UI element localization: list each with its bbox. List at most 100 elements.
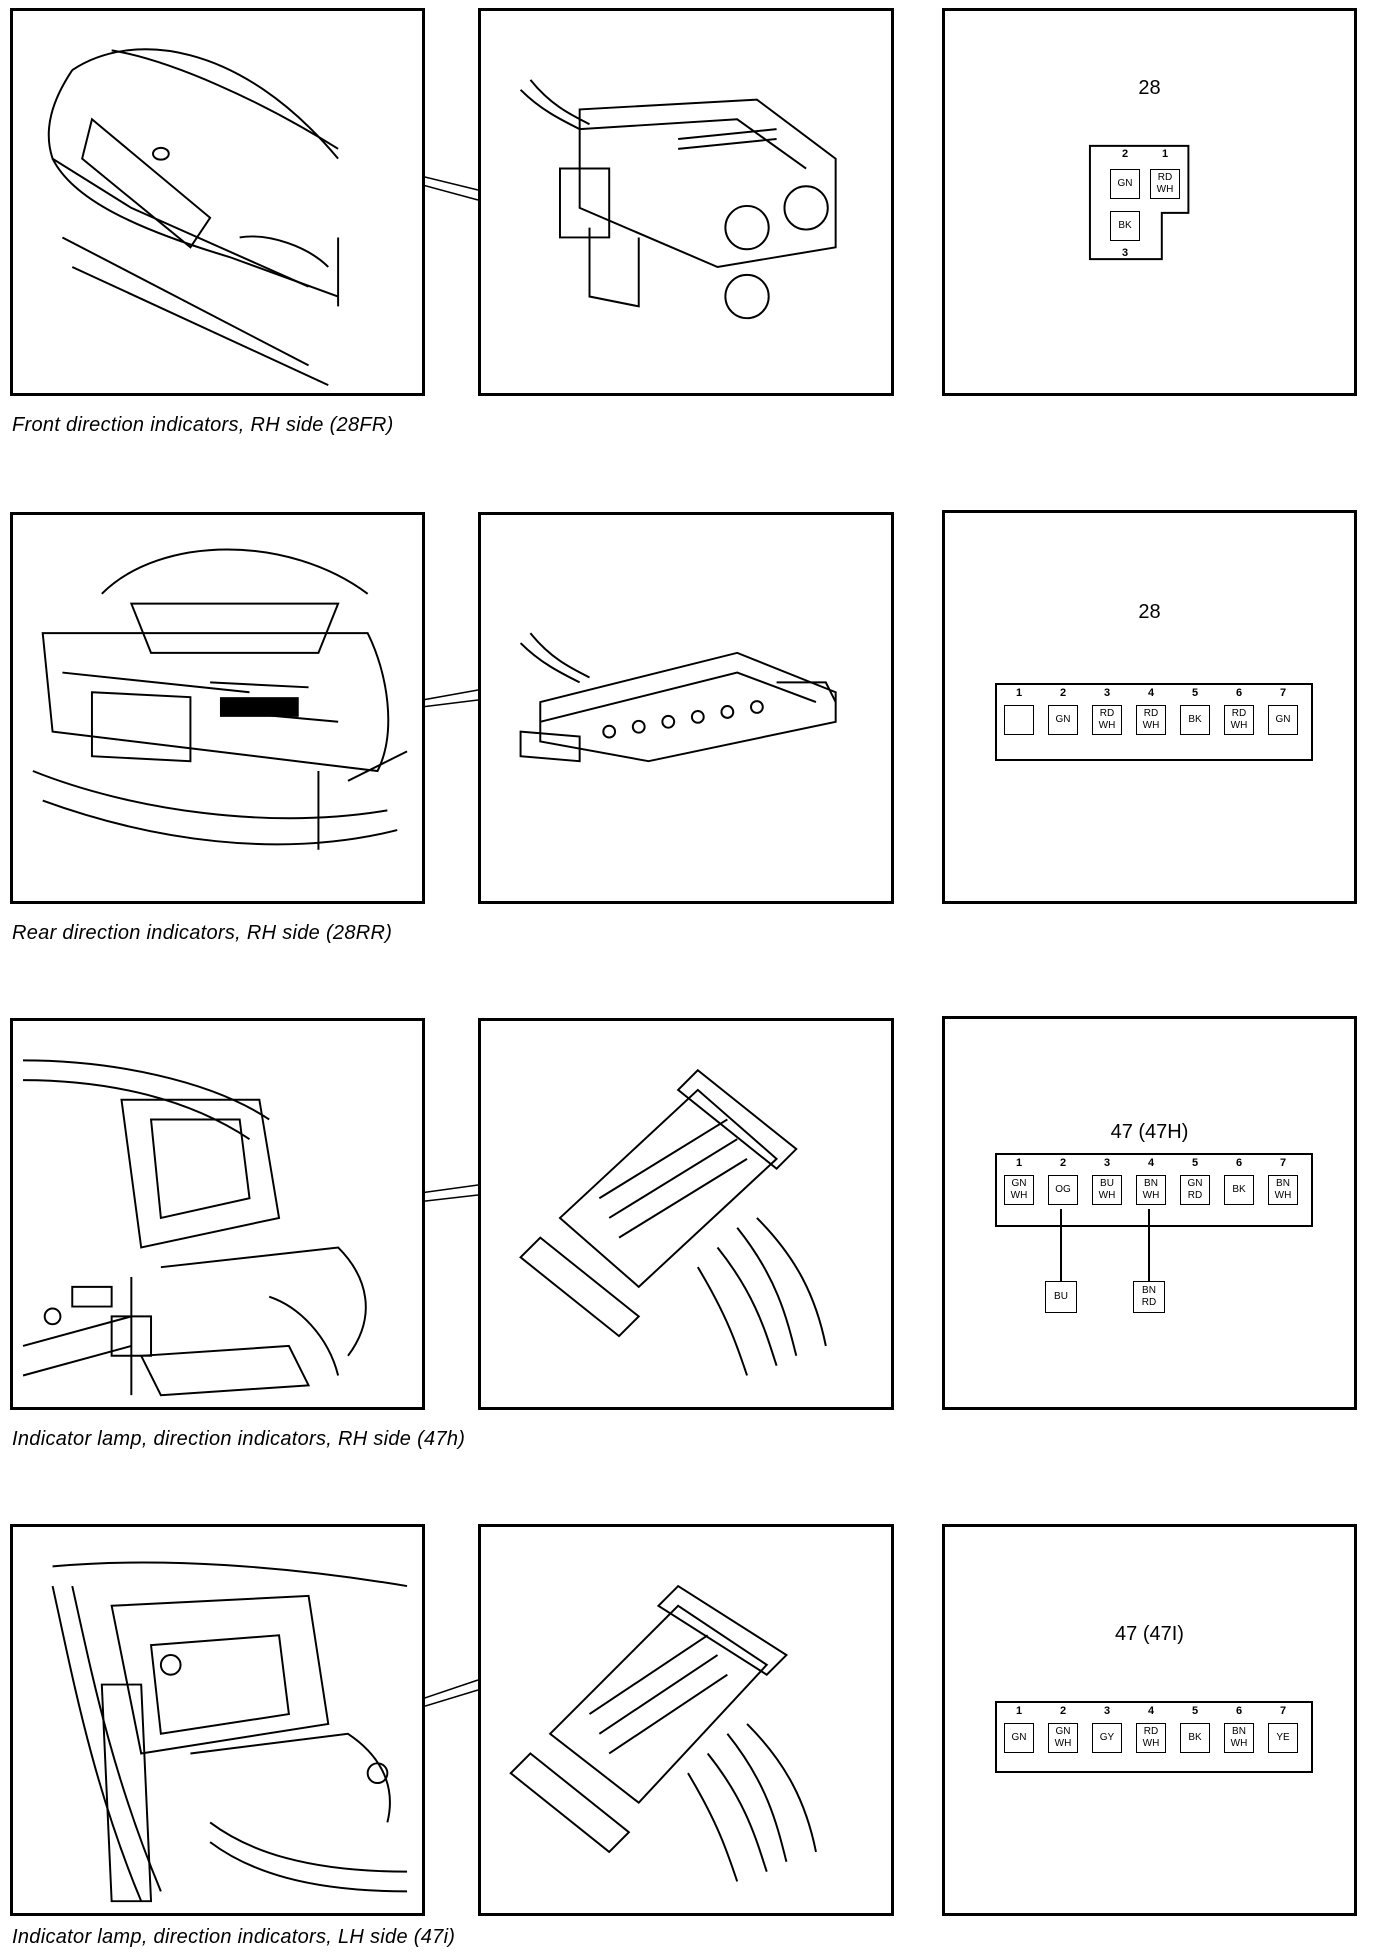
pin-wire-color: BU WH: [1092, 1175, 1122, 1205]
pin-slot: 4 RD WH: [1129, 1703, 1173, 1771]
pin-slot: 6 BK: [1217, 1155, 1261, 1225]
pin-number: 5: [1191, 1705, 1199, 1717]
connector-view-rh-lamp: [478, 1018, 894, 1410]
pin-wire-color: GN WH: [1004, 1175, 1034, 1205]
pin-number: 7: [1279, 1705, 1287, 1717]
pin-slot: 7 GN: [1261, 685, 1305, 759]
pin-number: 3: [1103, 687, 1111, 699]
pin-number: 2: [1059, 1157, 1067, 1169]
pin-number: 5: [1191, 687, 1199, 699]
connector-housing-illustration: [519, 632, 837, 763]
pin-number: 3: [1103, 1157, 1111, 1169]
connector-view-lh-lamp: [478, 1524, 894, 1916]
pin-wire-color: GN: [1048, 705, 1078, 735]
pin-wire-color: RD WH: [1224, 705, 1254, 735]
pin-wire-color: RD WH: [1136, 705, 1166, 735]
pin-wire-color: GN WH: [1048, 1723, 1078, 1753]
pin-wire-color: BN WH: [1224, 1723, 1254, 1753]
pin-wire-color: [1004, 705, 1034, 735]
pin-wire-color: BN WH: [1136, 1175, 1166, 1205]
pin-number: 4: [1147, 1705, 1155, 1717]
pin-wire-color: GN: [1268, 705, 1298, 735]
pin-number: 4: [1147, 1157, 1155, 1169]
pin-wire-color: BK: [1110, 211, 1140, 241]
pin-diagram-panel-rear: 28 1 2 GN 3 RD WH 4 RD WH 5 BK 6 RD WH 7…: [942, 510, 1357, 904]
pin-slot: 6 RD WH: [1217, 685, 1261, 759]
pin-slot: 5 GN RD: [1173, 1155, 1217, 1225]
branch-wire: [1148, 1209, 1150, 1281]
connector-outline: [1088, 144, 1190, 261]
connector-title: 28: [1138, 601, 1161, 623]
pin-wire-color: RD WH: [1150, 169, 1180, 199]
pin-number: 7: [1279, 687, 1287, 699]
pin-diagram-panel-front: 28 2 1 GN RD WH BK 3: [942, 8, 1357, 396]
pin-number: 7: [1279, 1157, 1287, 1169]
branch-wire: [1060, 1209, 1062, 1281]
pin-number: 1: [1015, 687, 1023, 699]
vehicle-location-view-rear: [10, 512, 425, 904]
pin-number: 2: [1059, 687, 1067, 699]
pin-number: 6: [1235, 1705, 1243, 1717]
connector-housing-illustration: [519, 1068, 827, 1376]
vehicle-location-view-rh-lamp: [10, 1018, 425, 1410]
pin-slot: 6 BN WH: [1217, 1703, 1261, 1771]
car-front-illustration: [47, 48, 340, 387]
connector-housing-illustration: [509, 1584, 817, 1882]
pin-wire-color: BK: [1180, 1723, 1210, 1753]
pin-wire-color: BK: [1224, 1175, 1254, 1205]
pin-wire-color: GN: [1004, 1723, 1034, 1753]
pin-number: 6: [1235, 1157, 1243, 1169]
pin-number: 1: [1161, 148, 1169, 160]
branch-wire-color: BU: [1045, 1281, 1077, 1313]
section-caption: Indicator lamp, direction indicators, RH…: [12, 1428, 466, 1450]
vehicle-location-view-front: [10, 8, 425, 396]
pin-slot: 3 RD WH: [1085, 685, 1129, 759]
section-caption: Front direction indicators, RH side (28F…: [12, 414, 394, 436]
pin-slot: 4 RD WH: [1129, 685, 1173, 759]
pin-slot: 5 BK: [1173, 1703, 1217, 1771]
pin-slot: 2 GN: [1041, 685, 1085, 759]
pin-wire-color: RD WH: [1092, 705, 1122, 735]
pin-number: 3: [1103, 1705, 1111, 1717]
pin-slot: 5 BK: [1173, 685, 1217, 759]
pin-number: 1: [1015, 1157, 1023, 1169]
car-rear-illustration: [32, 548, 408, 850]
pin-wire-color: YE: [1268, 1723, 1298, 1753]
connector-title: 47 (47I): [1115, 1623, 1184, 1645]
pin-number: 6: [1235, 687, 1243, 699]
pin-number: 1: [1015, 1705, 1023, 1717]
connector-pin-row: 1 GN WH 2 OG 3 BU WH 4 BN WH 5 GN RD 6 B…: [995, 1153, 1313, 1227]
pin-wire-color: RD WH: [1136, 1723, 1166, 1753]
vehicle-location-view-lh-lamp: [10, 1524, 425, 1916]
pin-wire-color: GN: [1110, 169, 1140, 199]
connector-title: 47 (47H): [1110, 1121, 1189, 1143]
pin-wire-color: BK: [1180, 705, 1210, 735]
pin-number: 2: [1121, 148, 1129, 160]
pin-diagram-panel-lh-lamp: 47 (47I) 1 GN 2 GN WH 3 GY 4 RD WH 5 BK …: [942, 1524, 1357, 1916]
pin-number: 2: [1059, 1705, 1067, 1717]
pin-wire-color: GN RD: [1180, 1175, 1210, 1205]
pin-slot: 7 YE: [1261, 1703, 1305, 1771]
pin-slot: 7 BN WH: [1261, 1155, 1305, 1225]
pin-number: 5: [1191, 1157, 1199, 1169]
pin-slot: 3 BU WH: [1085, 1155, 1129, 1225]
pin-wire-color: OG: [1048, 1175, 1078, 1205]
pin-wire-color: GY: [1092, 1723, 1122, 1753]
section-caption: Indicator lamp, direction indicators, LH…: [12, 1926, 456, 1948]
pin-slot: 1 GN WH: [997, 1155, 1041, 1225]
pin-number: 4: [1147, 687, 1155, 699]
connector-housing-illustration: [519, 79, 837, 320]
pin-diagram-panel-rh-lamp: 47 (47H) 1 GN WH 2 OG 3 BU WH 4 BN WH 5 …: [942, 1016, 1357, 1410]
pin-slot: 2 OG: [1041, 1155, 1085, 1225]
pin-slot: 2 GN WH: [1041, 1703, 1085, 1771]
pin-slot: 1 GN: [997, 1703, 1041, 1771]
branch-wire-color: BN RD: [1133, 1281, 1165, 1313]
dashboard-rh-illustration: [22, 1059, 367, 1397]
connector-view-rear: [478, 512, 894, 904]
connector-pin-row: 1 2 GN 3 RD WH 4 RD WH 5 BK 6 RD WH 7 GN: [995, 683, 1313, 761]
section-caption: Rear direction indicators, RH side (28RR…: [12, 922, 393, 944]
connector-view-front: [478, 8, 894, 396]
pin-slot: 1: [997, 685, 1041, 759]
pin-wire-color: BN WH: [1268, 1175, 1298, 1205]
pin-number: 3: [1121, 247, 1129, 259]
